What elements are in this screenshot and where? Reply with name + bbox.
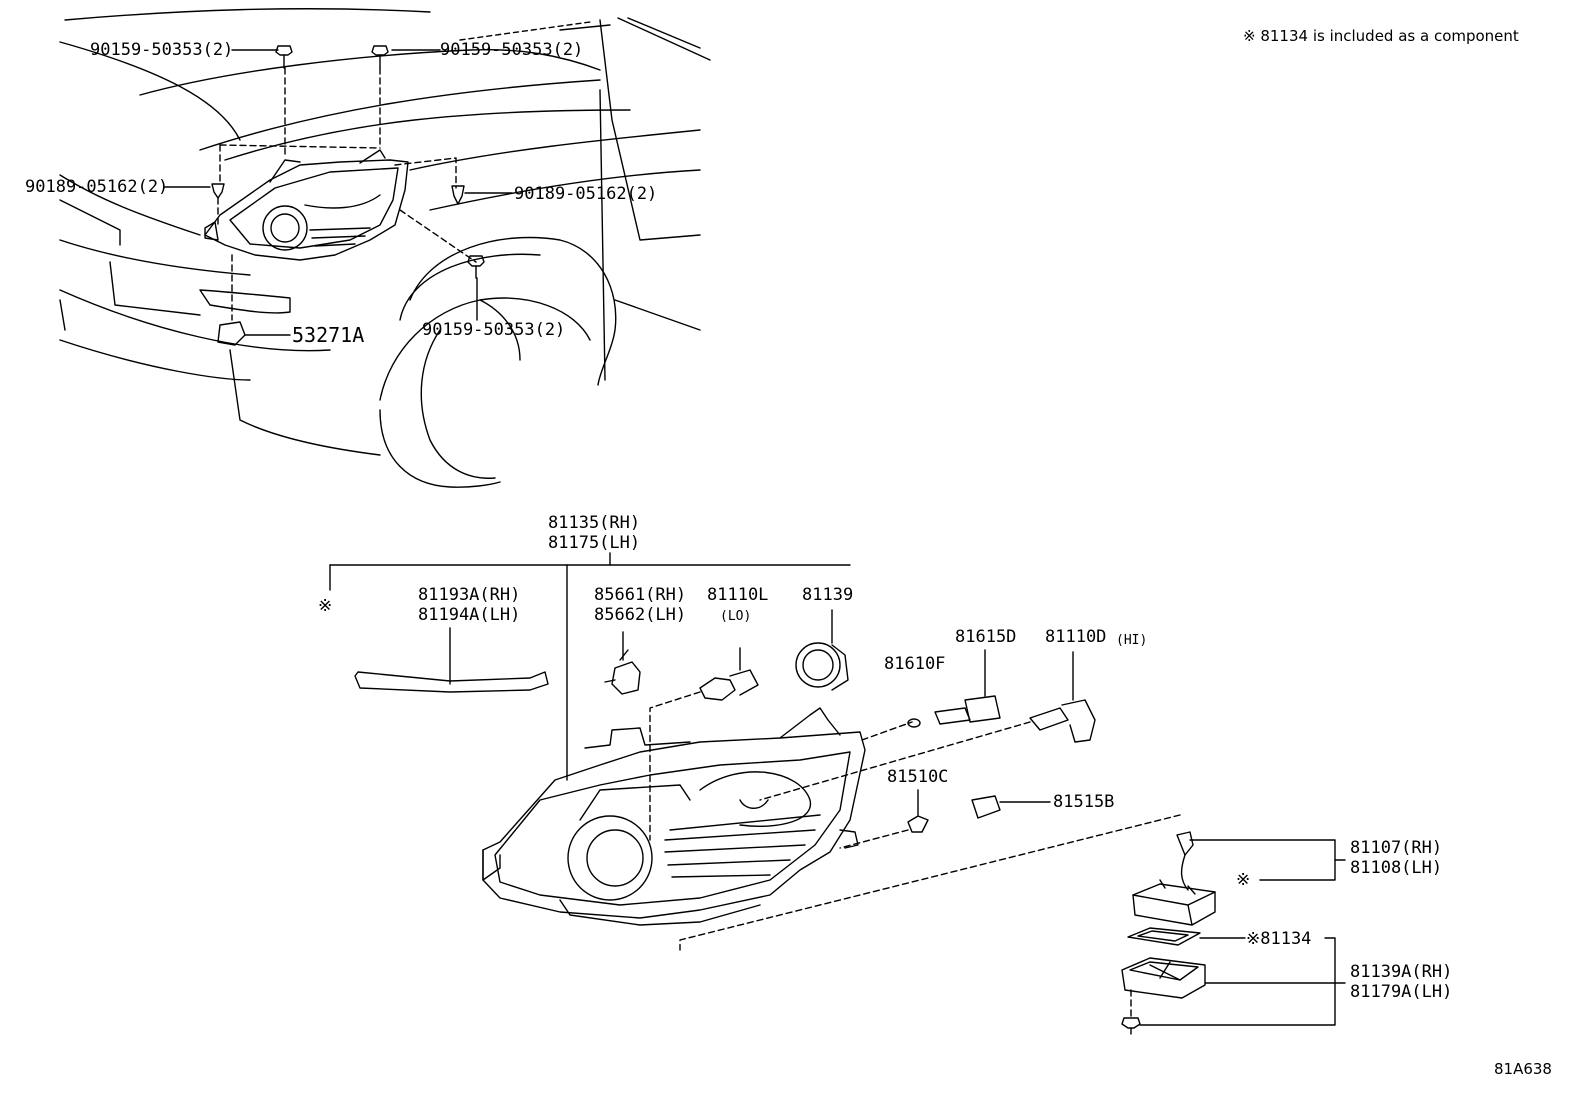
label-bolt-top-left: 90159-50353(2) — [90, 40, 234, 60]
dust-cap — [795, 642, 849, 691]
label-assy-lh: 81175(LH) — [548, 533, 641, 553]
trim-strip — [354, 671, 549, 693]
wedge-bulb — [907, 789, 929, 833]
socket-b — [971, 795, 1051, 819]
note-mark-assy: ※ — [318, 596, 333, 616]
headlamp-installed — [204, 149, 409, 261]
label-bolt-top-right: 90159-50353(2) — [440, 40, 584, 60]
label-gasket: ※81134 — [1246, 929, 1312, 949]
label-cap: 81139 — [802, 585, 854, 605]
label-bulb-hi: 81110D — [1045, 627, 1107, 647]
note-mark-ballast: ※ — [1236, 870, 1251, 890]
label-wedge-bulb: 81510C — [887, 767, 949, 787]
hi-bulb — [1029, 651, 1096, 743]
fasteners-top — [211, 45, 485, 346]
label-ballast-lh: 81108(LH) — [1350, 858, 1443, 878]
label-bulb-hi-sub: (HI) — [1116, 633, 1148, 648]
screw — [1121, 1017, 1141, 1035]
label-leveler-lh: 85662(LH) — [594, 605, 687, 625]
label-ballast-rh: 81107(RH) — [1350, 838, 1443, 858]
leader-lines-top — [164, 49, 513, 336]
label-cover-rh: 81139A(RH) — [1350, 962, 1453, 982]
install-lines-top — [217, 67, 477, 321]
lo-bulb — [699, 647, 759, 701]
label-socket-d: 81615D — [955, 627, 1017, 647]
leader-lines-main — [329, 552, 1346, 1026]
label-socket-b: 81515B — [1053, 792, 1115, 812]
label-bracket: 53271A — [292, 323, 365, 347]
socket-d — [934, 649, 1001, 725]
figure-code: 81A638 — [1494, 1060, 1552, 1078]
gasket — [1127, 927, 1201, 946]
label-cover-lh: 81179A(LH) — [1350, 982, 1453, 1002]
ballast — [1132, 831, 1216, 926]
label-bolt-bottom: 90159-50353(2) — [422, 320, 566, 340]
leveling-motor — [604, 649, 641, 695]
label-trim-rh: 81193A(RH) — [418, 585, 521, 605]
label-leveler-rh: 85661(RH) — [594, 585, 687, 605]
label-bulb-lo-sub: (LO) — [720, 609, 752, 624]
install-lines-main — [649, 691, 1181, 1017]
headlamp-assembly — [482, 707, 866, 926]
label-bulb-lo: 81110L — [707, 585, 769, 605]
label-trim-lh: 81194A(LH) — [418, 605, 521, 625]
ballast-cover — [1121, 957, 1206, 999]
vehicle-outline — [59, 8, 711, 488]
component-note: ※ 81134 is included as a component — [1243, 27, 1519, 45]
label-clip-left: 90189-05162(2) — [25, 177, 169, 197]
small-bulb — [907, 718, 921, 728]
label-assy-rh: 81135(RH) — [548, 513, 641, 533]
label-small-bulb: 81610F — [884, 654, 946, 674]
label-clip-right: 90189-05162(2) — [514, 184, 658, 204]
